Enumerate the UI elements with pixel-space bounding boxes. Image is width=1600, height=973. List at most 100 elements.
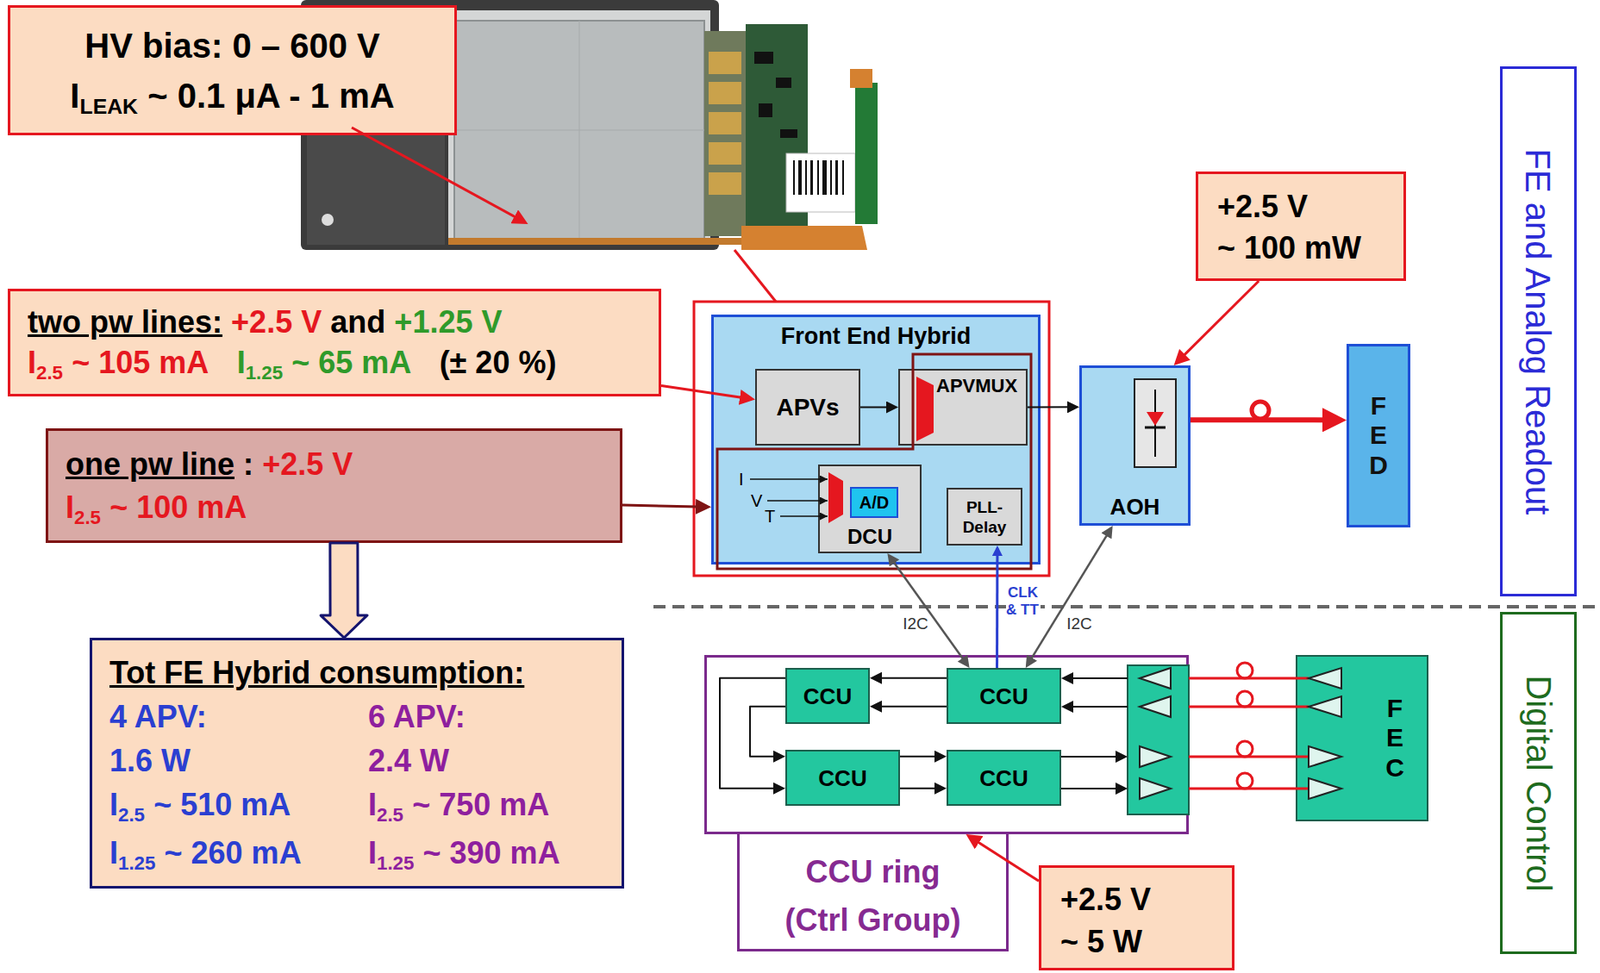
text-line: AOH (1110, 493, 1161, 520)
box-text: FEC (1381, 693, 1408, 784)
text-line: Tot FE Hybrid consumption: (109, 650, 525, 695)
box-text: +2.5 V (231, 301, 322, 343)
text-line: one pw line:+2.5 V (65, 443, 353, 487)
text-cell: ~ 5 W (1060, 920, 1143, 963)
module-photo (448, 237, 742, 245)
text-line: CCU (803, 683, 852, 710)
box-text: ~ 0.1 μA - 1 mA (147, 70, 394, 121)
text-cell: A/D (859, 492, 889, 513)
text-cell: Front End Hybrid (781, 322, 971, 350)
text-cell: (Ctrl Group) (785, 896, 962, 945)
text-line: A/D (859, 492, 889, 513)
text-cell: APVs (775, 393, 839, 422)
edge-label-box: I2C (900, 614, 931, 634)
box-text: I (27, 342, 37, 383)
signal-label-box: T (764, 506, 775, 527)
ring-wire (1061, 678, 1128, 789)
module-photo (855, 82, 878, 225)
text-line: I2.5~ 510 mAI2.5~ 750 mA (109, 782, 550, 832)
text-line: CCU (979, 765, 1028, 792)
signal-wire (780, 515, 828, 518)
module-photo (805, 160, 807, 195)
mux-box: APVMUX (898, 368, 1028, 446)
module-photo (745, 24, 808, 237)
ccu-box: CCU (946, 750, 1062, 807)
box-text: FED (1365, 391, 1392, 482)
text-cell: I2.5~ 510 mA (109, 782, 369, 832)
connector-arrow (888, 555, 969, 666)
optical-fiber (1237, 691, 1253, 707)
box-text: I (237, 342, 246, 383)
box-text: 1.25 (376, 841, 414, 886)
fed-box: FED (1346, 343, 1411, 528)
block-arrow (320, 543, 368, 638)
connector-arrow (900, 787, 944, 790)
signal-label: T (764, 506, 775, 526)
mux-symbol (828, 472, 844, 524)
box-text: I (65, 486, 75, 530)
divider-line (653, 605, 1600, 609)
ring-wire (1061, 756, 1125, 758)
fec-driver-symbol (1308, 778, 1342, 800)
box-text: I (368, 782, 377, 827)
callout-box: one pw line:+2.5 VI2.5~ 100 mA (45, 428, 623, 544)
box-text: ~ 105 mA (71, 342, 209, 383)
box-text: ~ 100 mW (1217, 227, 1362, 269)
text-cell: APVMUX (936, 375, 1018, 398)
text-line: +2.5 V (1060, 878, 1151, 921)
edge-label: CLK & TT (1006, 584, 1041, 619)
module-photo (817, 160, 819, 195)
driver-box (1139, 778, 1171, 800)
box-text: I (69, 70, 80, 121)
text-line: CCU ring (806, 848, 941, 897)
hybrid-frame (693, 301, 1050, 576)
box-text: CCU (803, 683, 852, 710)
box-text: +1.25 V (393, 301, 502, 343)
text-cell: AOH (1110, 493, 1161, 520)
box-text: I (109, 782, 119, 827)
text-cell: FEC (1381, 693, 1408, 784)
module-photo (708, 142, 742, 165)
text-cell: ILEAK~ 0.1 μA - 1 mA (69, 70, 394, 126)
optical-fiber (1188, 787, 1309, 791)
text-line: HV bias: 0 – 600 V (84, 20, 380, 71)
text-cell: CCU ring (806, 848, 941, 897)
box-text: 1.25 (118, 841, 156, 886)
text-line: two pw lines:+2.5 Vand+1.25 V (27, 301, 502, 343)
connector-arrow (860, 406, 896, 409)
box-text: 1.25 (245, 352, 283, 394)
driver-box (1139, 668, 1171, 689)
text-cell: 6 APV: (368, 694, 466, 739)
box-text: HV bias: 0 – 600 V (84, 20, 380, 71)
module-photo (780, 129, 798, 138)
box-text: APVs (775, 393, 839, 422)
edge-label-box: I2C (1064, 614, 1094, 634)
module-photo (741, 225, 868, 250)
optical-fiber (1188, 662, 1309, 789)
box-text: ~ 750 mA (412, 782, 550, 827)
module-photo (454, 130, 705, 132)
connector-arrow (900, 756, 944, 758)
text-cell: FED (1365, 391, 1392, 482)
module-photo (798, 160, 802, 195)
text-line: +2.5 V (1217, 186, 1308, 228)
box-text: and (330, 301, 386, 343)
callout-box: +2.5 V~ 100 mW (1195, 171, 1407, 282)
leader-line (351, 127, 525, 223)
text-cell: Tot FE Hybrid consumption: (109, 650, 525, 695)
box-text: ~ 390 mA (423, 831, 561, 875)
module-photo (830, 160, 832, 195)
box-text: I (109, 831, 119, 875)
text-cell: +2.5 V (1217, 186, 1308, 228)
box-text: A/D (859, 492, 889, 513)
box-text: 1.6 W (109, 738, 191, 783)
module-photo (822, 160, 827, 195)
module-photo (754, 51, 774, 64)
text-line: PLL-Delay (950, 497, 1019, 538)
box-text: CCU ring (806, 848, 941, 897)
box-text: +2.5 V (262, 443, 353, 487)
text-line: (Ctrl Group) (785, 896, 962, 945)
edge-label-box: CLK & TT (1006, 584, 1046, 619)
connector-arrow (1175, 281, 1259, 363)
